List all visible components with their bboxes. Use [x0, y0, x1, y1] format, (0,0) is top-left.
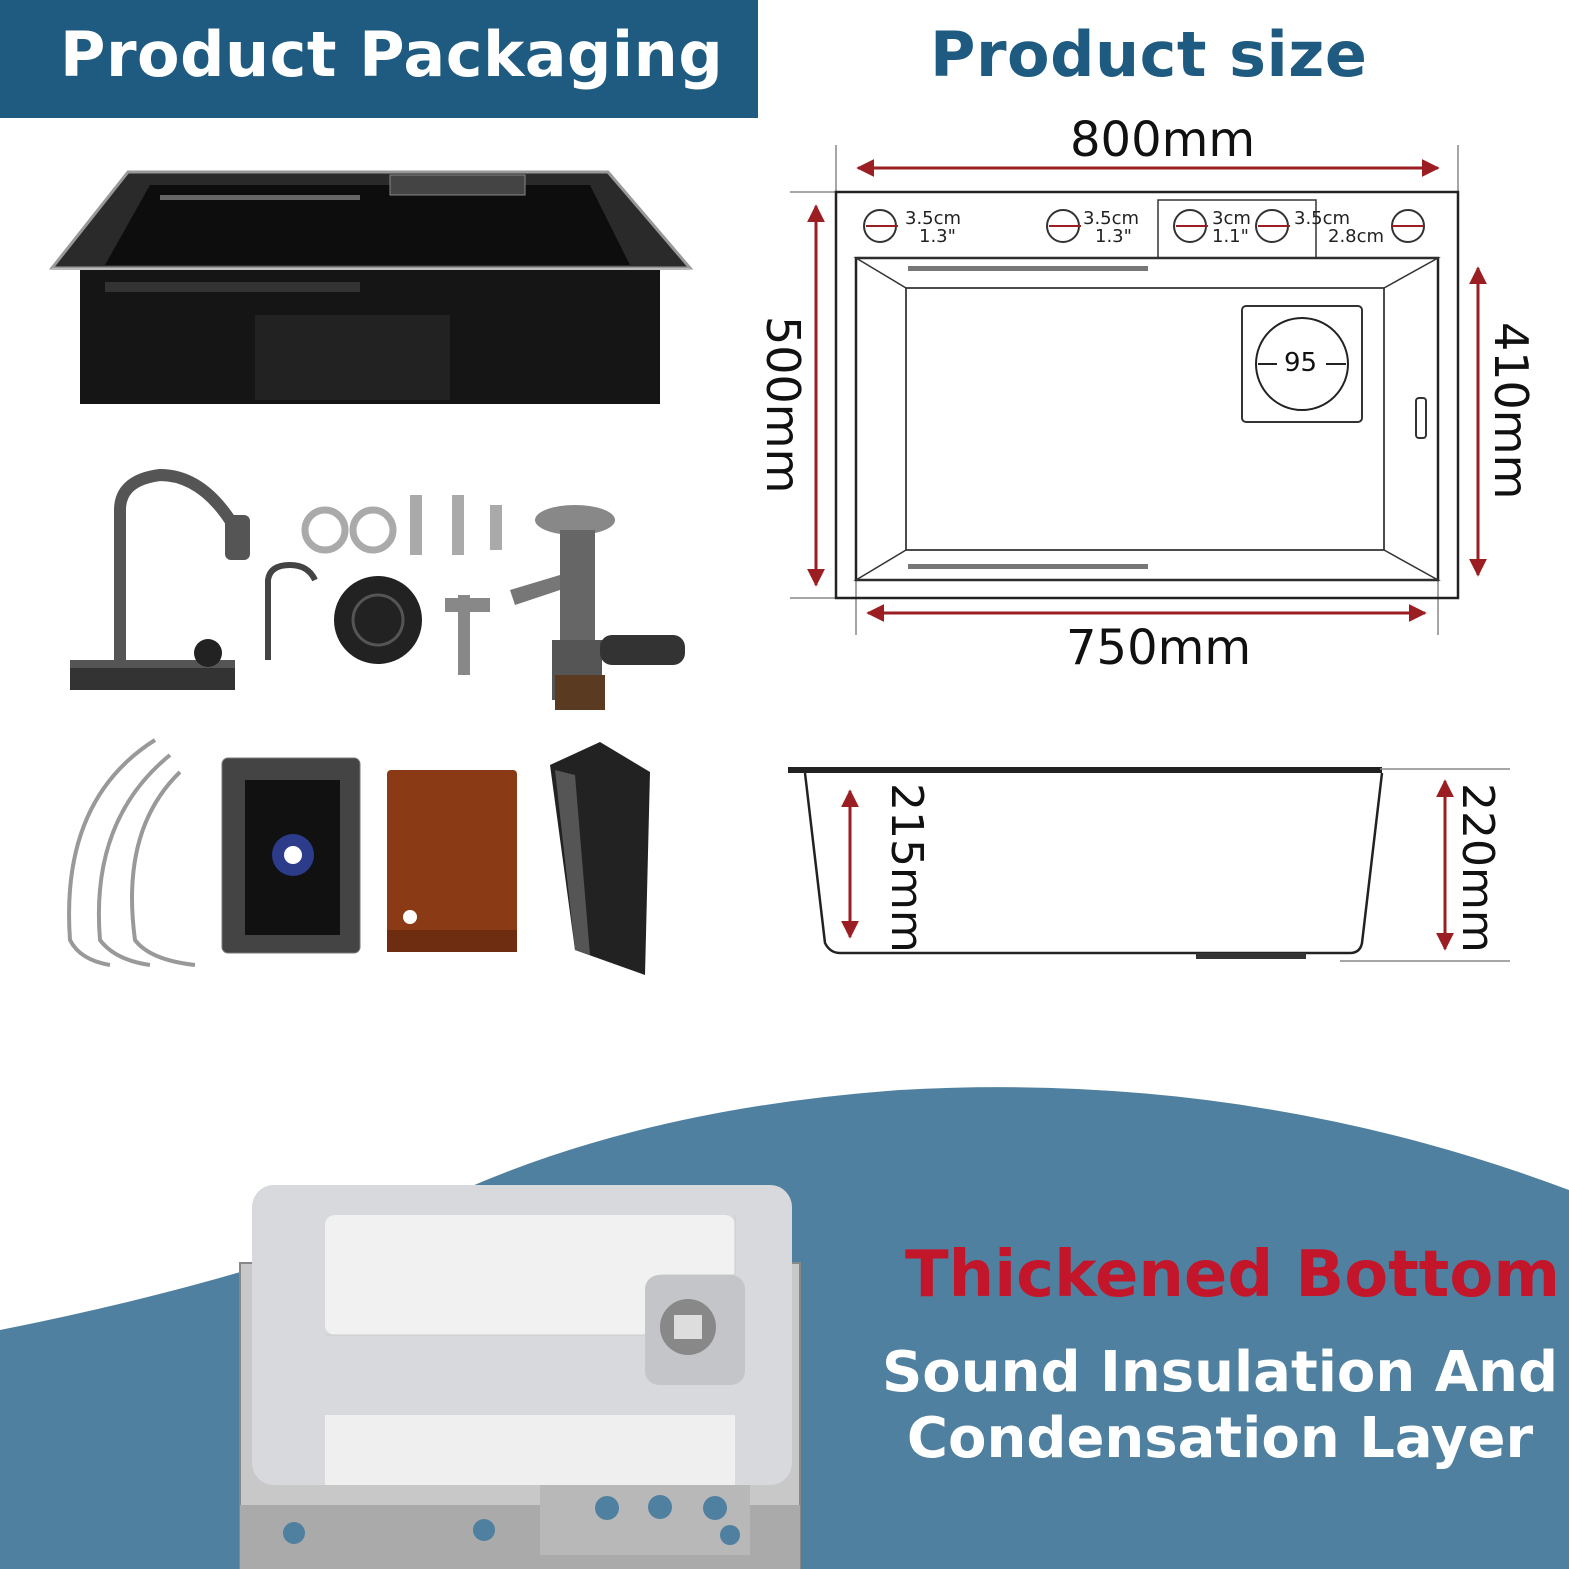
side-view-drawing	[788, 767, 1510, 962]
faucet-image	[70, 468, 250, 690]
depth-left-label: 215mm	[881, 783, 932, 953]
size-title: Product size	[930, 18, 1368, 91]
top-view-drawing	[790, 145, 1487, 635]
width-top-label: 800mm	[1070, 112, 1256, 168]
packaging-title: Product Packaging	[60, 18, 724, 91]
small-faucet-image	[265, 561, 318, 660]
sink-image	[48, 170, 694, 404]
circle-diameter-label: 95	[1284, 348, 1318, 378]
height-left-label: 500mm	[756, 316, 810, 494]
drain-image	[510, 505, 685, 710]
valve-image	[452, 495, 464, 555]
valve-image	[490, 505, 502, 550]
feature-line-2: Condensation Layer	[906, 1406, 1534, 1471]
drainer-basket-image	[221, 757, 361, 954]
thickened-bottom-illustration	[239, 1185, 801, 1569]
width-bottom-label: 750mm	[1066, 620, 1252, 676]
valve-image	[410, 495, 422, 555]
packaging-contents-illustration	[48, 170, 694, 975]
cutting-board-image	[387, 770, 517, 952]
side-basket-image	[550, 742, 650, 975]
ring-image	[301, 506, 349, 554]
ring-image	[349, 506, 397, 554]
depth-right-label: 220mm	[1452, 783, 1503, 953]
height-right-label: 410mm	[1484, 322, 1538, 500]
tool-image	[445, 595, 490, 675]
hoses-image	[67, 738, 196, 967]
packaging-header-bar	[0, 0, 758, 118]
cup-washer-image	[334, 576, 422, 664]
feature-title: Thickened Bottom	[905, 1238, 1560, 1312]
feature-line-1: Sound Insulation And	[881, 1340, 1559, 1405]
